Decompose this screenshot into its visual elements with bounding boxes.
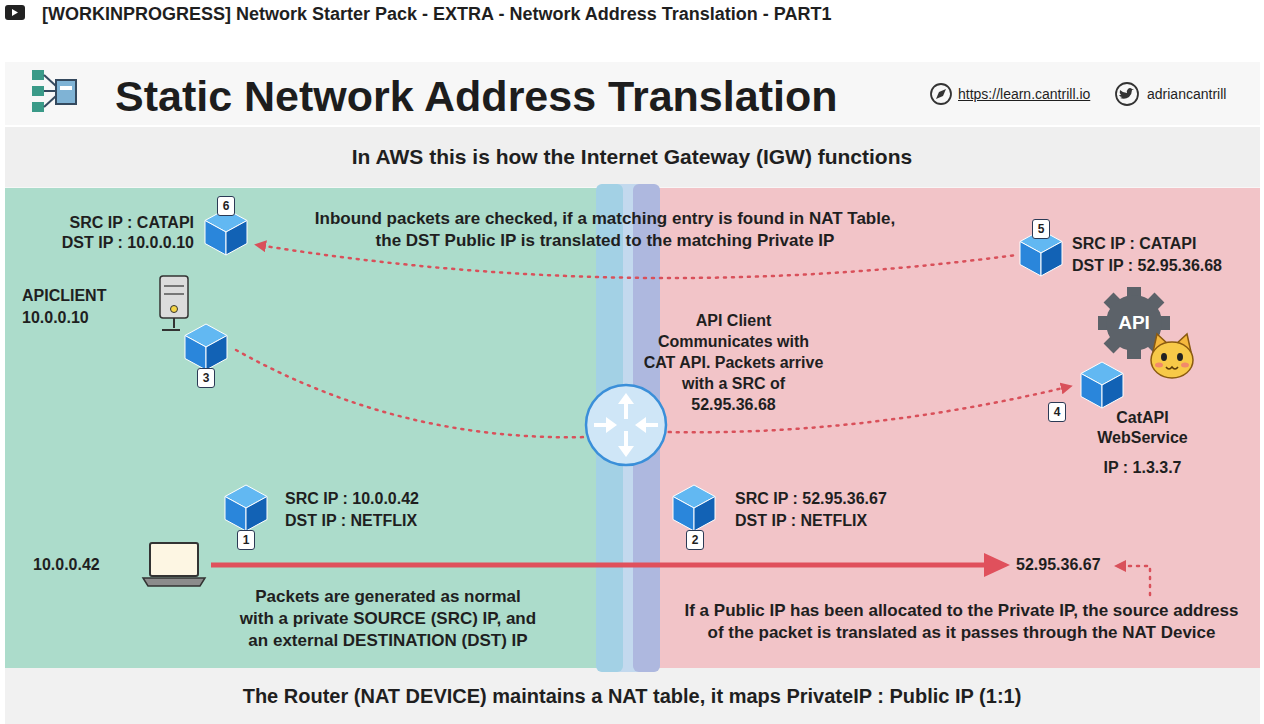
note-text: Inbound packets are checked, if a matchi… xyxy=(306,208,904,252)
callout-number: 1 xyxy=(237,530,255,550)
callout-number: 4 xyxy=(1048,402,1066,422)
node-text: APICLIENT xyxy=(22,285,234,307)
play-icon xyxy=(5,5,25,20)
cat-icon xyxy=(1151,334,1193,378)
video-title: [WORKINPROGRESS] Network Starter Pack - … xyxy=(42,3,831,25)
packet-cube xyxy=(1081,362,1123,408)
address-box: 52.95.36.67 xyxy=(1012,554,1105,576)
packet-box: SRC IP : 10.0.0.42DST IP : NETFLIX xyxy=(221,484,419,532)
note-text: API Client Communicates with CAT API. Pa… xyxy=(641,310,826,415)
laptop-icon xyxy=(143,543,205,586)
website-link: https://learn.cantrill.io xyxy=(958,85,1090,103)
node-text: 10.0.0.42 xyxy=(33,556,100,574)
callout-number: 5 xyxy=(1032,219,1050,239)
node-text: 10.0.0.10 xyxy=(22,307,234,329)
packet-cube xyxy=(673,485,715,531)
gear-label: API xyxy=(1118,311,1150,335)
callout-number: 3 xyxy=(197,368,215,388)
node-text: SRC IP : CATAPI xyxy=(1072,233,1222,255)
node-text: SRC IP : 52.95.36.67 xyxy=(735,488,887,510)
leader-line xyxy=(1124,566,1150,595)
twitter-icon xyxy=(1116,83,1138,105)
node-text: DST IP : NETFLIX xyxy=(735,510,887,532)
web-icon xyxy=(931,84,951,104)
slide-title: Static Network Address Translation xyxy=(115,70,837,122)
logo-icon xyxy=(32,70,76,112)
packet-box: SRC IP : 52.95.36.67DST IP : NETFLIX xyxy=(669,484,887,532)
node-text: DST IP : 10.0.0.10 xyxy=(62,233,194,253)
node-text: SRC IP : CATAPI xyxy=(62,213,194,233)
router-icon xyxy=(586,385,666,465)
server-icon xyxy=(160,276,188,330)
node-text: DST IP : NETFLIX xyxy=(285,510,419,532)
twitter-handle: adriancantrill xyxy=(1147,85,1226,103)
packet-cube xyxy=(185,324,227,370)
connector-arrow xyxy=(264,246,1013,278)
slide-caption: The Router (NAT DEVICE) maintains a NAT … xyxy=(243,683,1022,709)
note-text: If a Public IP has been allocated to the… xyxy=(679,600,1244,644)
note-text: Packets are generated as normal with a p… xyxy=(238,586,538,652)
host-box: APICLIENT10.0.0.10 xyxy=(22,284,234,375)
connector-arrow xyxy=(211,563,988,568)
node-text: SRC IP : 10.0.0.42 xyxy=(285,488,419,510)
node-text: DST IP : 52.95.36.68 xyxy=(1072,255,1222,277)
callout-number: 2 xyxy=(686,530,704,550)
node-text: 52.95.36.67 xyxy=(1016,555,1101,575)
node-text: IP : 1.3.3.7 xyxy=(1075,458,1210,478)
node-text: CatAPI WebService xyxy=(1084,408,1202,448)
packet-cube xyxy=(225,485,267,531)
callout-number: 6 xyxy=(217,196,235,216)
subtitle: In AWS this is how the Internet Gateway … xyxy=(352,143,912,171)
host-box: 10.0.0.42 xyxy=(30,542,209,588)
